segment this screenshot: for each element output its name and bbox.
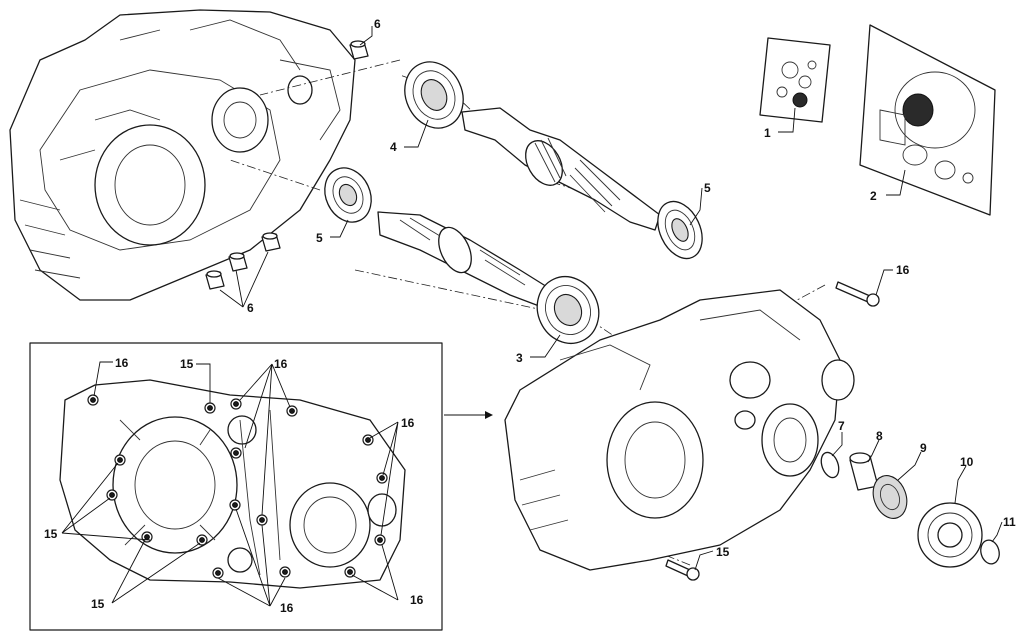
arrow-right-icon [444, 411, 493, 419]
leader-lines [61, 26, 1003, 607]
gasket-kit-2 [859, 24, 996, 216]
counter-shaft [377, 211, 561, 313]
inset-callout-15-a: 15 [180, 357, 194, 371]
bearing-5-upper [657, 200, 703, 260]
callout-labels: 6 4 5 6 1 2 5 3 16 7 8 9 10 11 15 16 15 … [44, 17, 1016, 615]
inset-callout-16-e: 16 [280, 601, 294, 615]
callout-7: 7 [838, 419, 845, 433]
bearing-3 [536, 276, 600, 344]
callout-9: 9 [920, 441, 927, 455]
bushing-8 [849, 452, 879, 491]
callout-3: 3 [516, 351, 523, 365]
callout-6-top: 6 [374, 17, 381, 31]
callout-6-bottom: 6 [247, 301, 254, 315]
callout-5-right: 5 [704, 181, 711, 195]
circlip-11 [980, 539, 1000, 565]
callout-5-left: 5 [316, 231, 323, 245]
inset-callout-15-b: 15 [44, 527, 58, 541]
small-seal-kit-1 [759, 37, 831, 123]
bolt-16 [835, 281, 880, 307]
callout-16-bolt: 16 [896, 263, 910, 277]
seal-9 [872, 475, 908, 519]
sprocket-10 [917, 502, 983, 568]
inset-callout-16-d: 16 [410, 593, 424, 607]
inset-callout-16-c: 16 [401, 416, 415, 430]
callout-4: 4 [390, 140, 397, 154]
callout-15-bolt: 15 [716, 545, 730, 559]
callout-11: 11 [1003, 515, 1016, 529]
bearing-5-left [324, 167, 372, 223]
inset-box [29, 342, 443, 631]
bearing-4 [404, 61, 464, 129]
right-crankcase-half [504, 289, 855, 571]
callout-8: 8 [876, 429, 883, 443]
callout-1: 1 [764, 126, 771, 140]
bolt-15 [665, 559, 700, 581]
inset-callout-16-a: 16 [115, 356, 129, 370]
callout-10: 10 [960, 455, 974, 469]
left-crankcase-half [9, 9, 356, 301]
inset-callout-16-b: 16 [274, 357, 288, 371]
callout-2: 2 [870, 189, 877, 203]
dowel-pins-6 [205, 40, 369, 290]
main-shaft [461, 107, 661, 231]
oring-7 [820, 451, 840, 479]
inset-callout-15-c: 15 [91, 597, 105, 611]
